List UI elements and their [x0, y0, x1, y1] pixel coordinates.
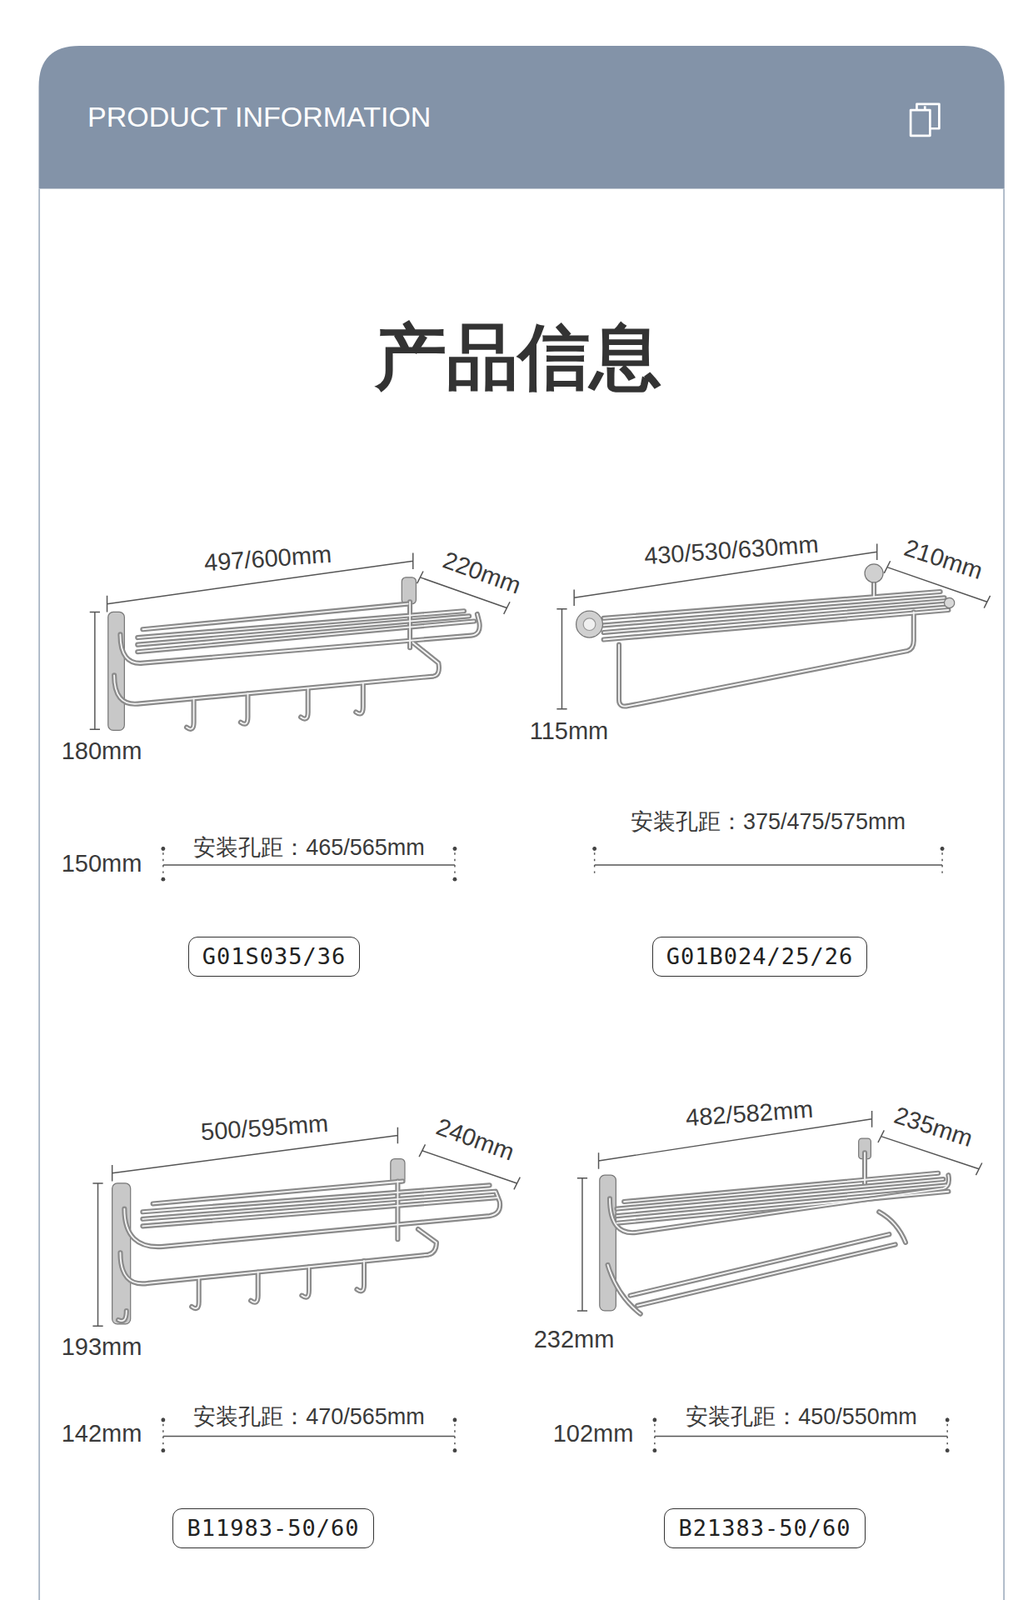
- dimension-line: [92, 1182, 103, 1326]
- card-border: [1003, 188, 1005, 1600]
- towel-rack: [583, 618, 596, 631]
- dimension-label: 102mm: [553, 1419, 634, 1448]
- dimension-dot: [945, 1447, 950, 1453]
- dimension-line: [89, 611, 100, 729]
- dimension-line: [594, 846, 943, 875]
- model-number: G01S035/36: [202, 942, 347, 971]
- dimension-label: 150mm: [61, 849, 143, 878]
- towel-rack: [114, 601, 480, 729]
- dimension-line: [163, 863, 455, 865]
- dimension-line: [556, 608, 567, 709]
- model-number-box: G01S035/36: [188, 936, 361, 977]
- dimension-label: 220mm: [439, 546, 524, 600]
- towel-rack: [608, 1152, 949, 1313]
- towel-rack: [108, 611, 125, 730]
- header-icon: [916, 104, 939, 129]
- mounting-hole-spacing: 安装孔距：375/475/575mm: [630, 808, 906, 835]
- dimension-dot: [453, 1417, 458, 1422]
- dimension-label: 142mm: [61, 1419, 143, 1448]
- dimension-dot: [160, 877, 165, 882]
- dimension-dot: [592, 846, 597, 851]
- towel-rack: [576, 610, 604, 638]
- towel-rack: [603, 581, 949, 707]
- dimension-line: [163, 1435, 455, 1437]
- page-title: 产品信息: [374, 315, 662, 399]
- towel-rack: [599, 1137, 949, 1314]
- towel-rack: [608, 1152, 949, 1313]
- illustration: [39, 45, 1005, 1600]
- dimension-dot: [453, 1447, 458, 1453]
- dimension-label: 500/595mm: [199, 1109, 330, 1147]
- section-header: PRODUCT INFORMATION: [87, 100, 431, 134]
- header-icon: [910, 109, 930, 136]
- dimension-dot: [945, 1417, 950, 1422]
- towel-rack: [118, 1181, 500, 1322]
- dimension-dot: [160, 846, 949, 1453]
- dimension-line: [89, 543, 991, 1453]
- towel-rack: [603, 581, 949, 707]
- towel-rack: [112, 1158, 501, 1324]
- towel-rack: [864, 563, 884, 583]
- mounting-hole-spacing: 安装孔距：450/550mm: [685, 1403, 918, 1430]
- dimension-dot: [652, 1417, 657, 1422]
- dimension-line: [654, 1435, 948, 1437]
- model-number: G01B024/25/26: [666, 942, 854, 971]
- towel-rack: [599, 1174, 617, 1311]
- dimension-label: 482/582mm: [684, 1095, 814, 1133]
- model-number-box: B21383-50/60: [663, 1507, 865, 1548]
- towel-rack: [944, 597, 955, 608]
- model-number-box: B11983-50/60: [172, 1507, 374, 1548]
- dimension-dot: [160, 846, 165, 851]
- header-icon: [910, 104, 939, 136]
- dimension-label: 232mm: [533, 1325, 615, 1353]
- model-number-box: G01B024/25/26: [652, 936, 868, 977]
- model-number: B21383-50/60: [678, 1513, 851, 1543]
- towel-rack: [108, 577, 480, 731]
- towel-rack: [118, 1181, 500, 1322]
- dimension-label: 497/600mm: [203, 540, 333, 578]
- dimension-dot: [160, 1417, 165, 1422]
- header-band: [39, 45, 1005, 189]
- dimension-label: 235mm: [890, 1101, 976, 1153]
- dimension-dot: [453, 846, 458, 851]
- dimension-line: [594, 863, 943, 865]
- mounting-hole-spacing: 安装孔距：470/565mm: [193, 1403, 425, 1430]
- card-border: [38, 188, 40, 1600]
- mounting-hole-spacing: 安装孔距：465/565mm: [193, 834, 425, 861]
- dimension-dot: [940, 846, 945, 851]
- dimension-label: 193mm: [61, 1332, 143, 1361]
- dimension-label: 115mm: [529, 717, 609, 745]
- model-number: B11983-50/60: [186, 1513, 360, 1543]
- dimension-label: 210mm: [900, 533, 986, 586]
- dimension-dot: [652, 1447, 657, 1453]
- dimension-line: [577, 1177, 588, 1311]
- towel-rack: [114, 601, 480, 729]
- header-icon: [923, 105, 927, 110]
- dimension-dot: [160, 1447, 165, 1453]
- dimension-dot: [453, 877, 458, 882]
- header-band: PRODUCT INFORMATION: [39, 45, 1005, 189]
- dimension-label: 180mm: [61, 737, 143, 765]
- towel-rack: [576, 563, 955, 707]
